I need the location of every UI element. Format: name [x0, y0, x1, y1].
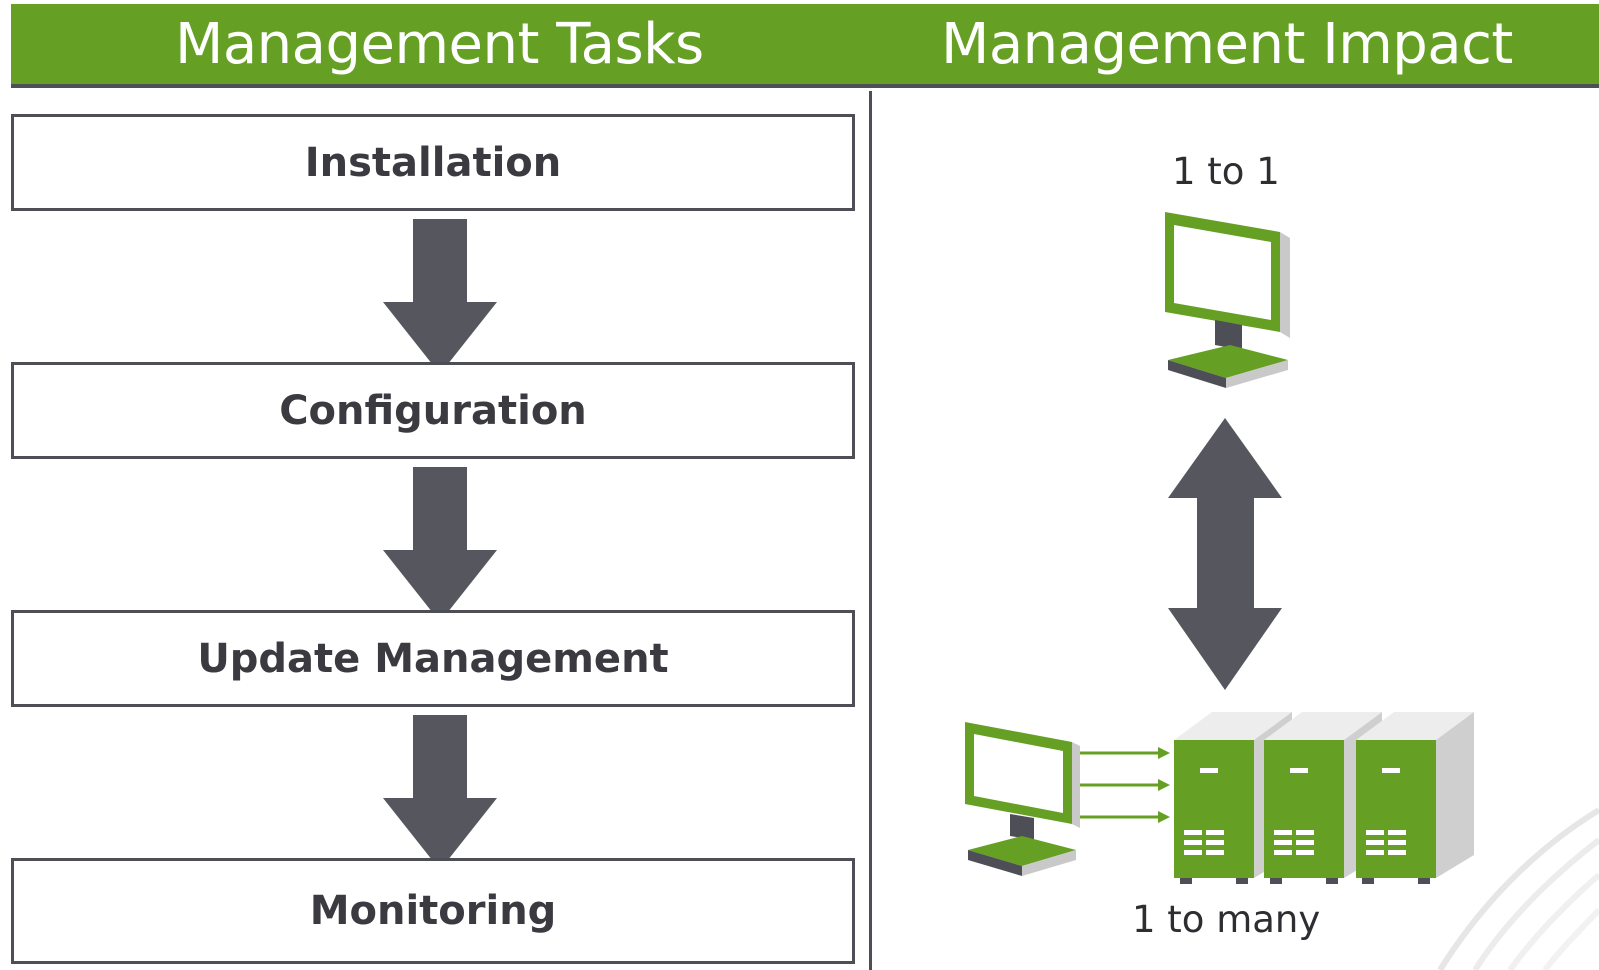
decorative-swirl — [1437, 807, 1599, 970]
one-to-one-label: 1 to 1 — [1172, 150, 1280, 193]
task-box-monitoring: Monitoring — [11, 858, 855, 964]
one-to-many-illustration — [965, 712, 1474, 884]
column-divider — [869, 91, 872, 970]
connection-arrows — [1080, 747, 1170, 823]
down-arrow-icon — [383, 219, 497, 374]
task-label: Update Management — [197, 635, 669, 682]
down-arrow-icon — [383, 715, 497, 870]
double-arrow-icon — [1168, 418, 1282, 690]
management-tasks-title: Management Tasks — [175, 12, 704, 77]
monitor-icon — [965, 722, 1080, 876]
management-impact-title: Management Impact — [941, 12, 1513, 77]
down-arrow-icon — [383, 467, 497, 622]
task-label: Installation — [304, 139, 562, 186]
task-label: Monitoring — [309, 888, 557, 934]
server-icon — [1356, 712, 1474, 884]
task-label: Configuration — [279, 387, 587, 434]
monitor-icon — [1165, 212, 1290, 388]
task-box-installation: Installation — [11, 114, 855, 211]
task-box-configuration: Configuration — [11, 362, 855, 459]
task-box-update-management: Update Management — [11, 610, 855, 707]
header-bar: Management Tasks Management Impact — [11, 4, 1599, 88]
one-to-many-label: 1 to many — [1132, 898, 1321, 941]
